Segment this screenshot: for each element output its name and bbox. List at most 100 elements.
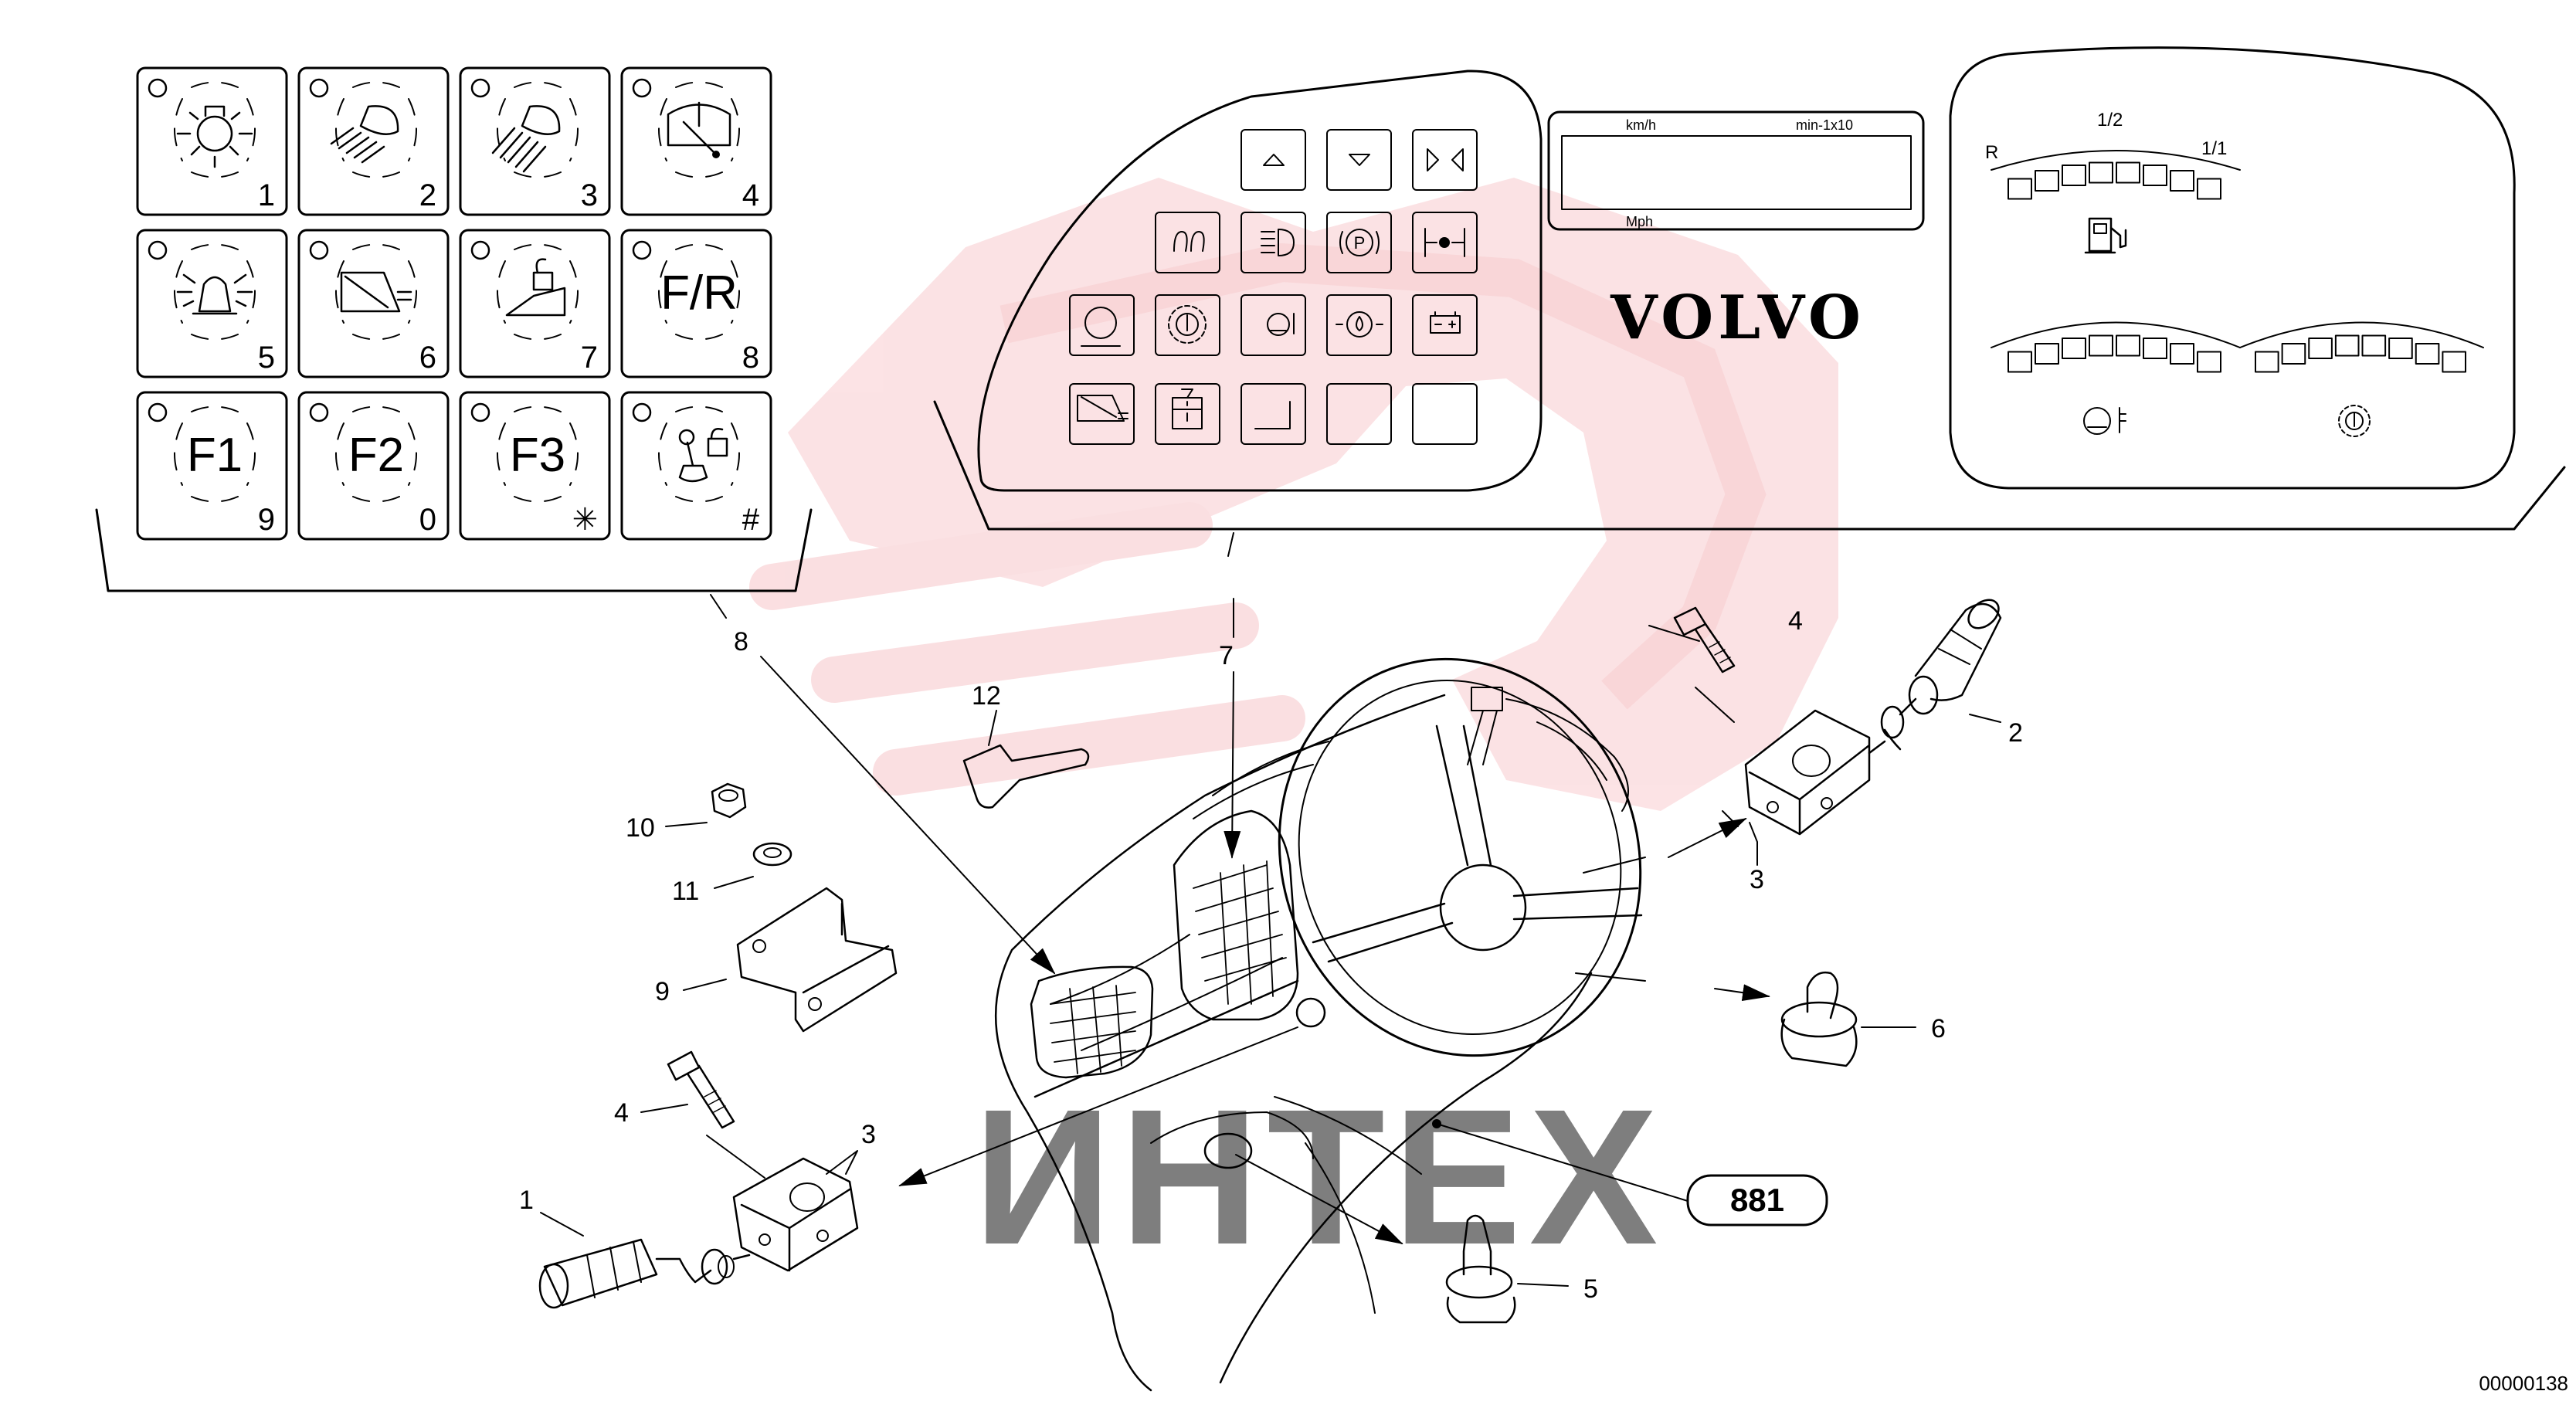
gauge-segment [2170,169,2194,192]
gauge-segment [2170,342,2194,365]
control-lever-part-2 [1868,599,2002,755]
keypad-key-number: 6 [419,341,436,375]
fuel-pump-icon [2084,217,2127,254]
keypad-key-number: 5 [258,341,275,375]
low-beam-indicator-icon [1261,229,1295,256]
svg-text:P: P [1354,233,1366,253]
switch-part-6 [1780,971,1858,1067]
digital-display: km/h min-1x10 Mph [1547,110,1925,231]
blank-indicator-icon [1254,401,1291,429]
rpm-unit-label: min-1x10 [1796,117,1853,133]
engine-icon [1081,307,1121,347]
keypad-key-5: 5 [136,229,288,378]
bolt-part-4-upper [1673,606,1736,673]
keypad-key-number: 8 [742,341,759,375]
down-arrow-icon [1349,154,1370,166]
keypad-key-2: 2 [297,66,450,216]
button-grid: P [1069,129,1478,445]
transmission-temp-icon [1168,305,1207,344]
callout-12: 12 [972,681,1001,711]
oil-pressure-icon [1336,311,1383,338]
fuel-gauge: R 1/2 1/1 [1985,110,2241,254]
gauge-segment [2116,161,2140,184]
bolt-part-4-lower [667,1050,735,1129]
keypad-key-10: 0 F2 [297,391,450,541]
coolant-temperature-gauge [1991,321,2241,435]
keypad-key-number: ✳ [572,503,598,537]
control-lever-part-1 [538,1238,751,1309]
fuel-gauge-half-label: 1/2 [2097,110,2123,131]
rear-wiper-icon [667,101,731,158]
keypad-key-number: 3 [581,178,598,212]
gauge-segment [2197,178,2221,200]
brand-logo: VOLVO [1610,283,1865,353]
bulb-failure-icon [1424,228,1465,257]
gauge-segment [2008,351,2032,373]
button-cluster-housing [977,70,1543,492]
callout-3-lower: 3 [861,1120,876,1149]
speed-unit-label: km/h [1626,117,1656,133]
keypad-key-label: F2 [348,429,404,482]
keypad-key-number: 0 [419,503,436,537]
coolant-gauge-icon [2083,407,2126,435]
callout-8: 8 [734,627,748,657]
leader-lines [540,594,2001,1287]
headlight-dipped-beam-icon [491,105,561,173]
work-light-icon [176,105,253,168]
callout-7: 7 [1219,641,1234,670]
drawing-number: 00000138 [2479,1372,2568,1395]
gauge-segment [2281,342,2306,365]
keypad-key-7: 7 [459,229,611,378]
callout-2: 2 [2008,718,2023,748]
group-reference-box [1686,1174,1828,1226]
keypad-key-4: 4 [620,66,772,216]
gauge-segment [2255,351,2279,373]
callout-4-lower: 4 [614,1098,629,1128]
gauge-segment [2089,161,2113,184]
lever-block-part-3-lower [732,1157,859,1272]
rotating-beacon-icon [176,273,253,315]
headlight-main-beam-icon [330,105,399,164]
keypad-key-11: ✳F3 [459,391,611,541]
keypad-key-number: # [742,503,760,537]
dashboard-panel: P [933,46,2566,557]
hydraulic-oil-level-icon [1172,388,1203,429]
keypad-key-12: # [620,391,772,541]
keypad-key-number: 1 [258,178,275,212]
fuel-gauge-full-label: 1/1 [2201,138,2227,159]
display-location-on-dash [1173,809,1299,1021]
gauge-segment [2197,351,2221,373]
gauge-segment [2116,334,2140,357]
keypad-key-label: F3 [510,429,565,482]
keypad-key-number: 2 [419,178,436,212]
gauge-segment [2308,337,2333,359]
gauge-segment [2143,337,2167,359]
up-arrow-icon [1263,154,1285,166]
keypad-key-8: 8F/R [620,229,772,378]
transmission-temperature-gauge [2239,321,2484,437]
keypad-key-3: 3 [459,66,611,216]
keypad-key-number: 9 [258,503,275,537]
gauge-segment [2415,342,2440,365]
gauge-segment [2388,337,2413,359]
washer-part-11 [752,842,792,867]
keypad-key-number: 4 [742,178,759,212]
gauge-segment [2089,334,2113,357]
bracket-part-9 [736,887,898,1033]
gauge-segment [2442,351,2466,373]
keypad-key-label: F/R [660,266,738,320]
callout-1: 1 [519,1186,534,1215]
left-right-arrow-icon [1427,148,1464,171]
callout-10: 10 [626,813,655,843]
watermark: ИНТЕХ [749,178,1838,1284]
battery-charge-icon [1430,311,1461,334]
keypad-key-1: 1 [136,66,288,216]
gauge-segment [2062,164,2086,186]
transmission-gauge-icon [2338,405,2371,437]
keypad-key-label: F1 [187,429,243,482]
callout-3-upper: 3 [1750,865,1764,894]
preheat-icon [1173,231,1205,252]
joystick-lock-icon [678,428,728,483]
